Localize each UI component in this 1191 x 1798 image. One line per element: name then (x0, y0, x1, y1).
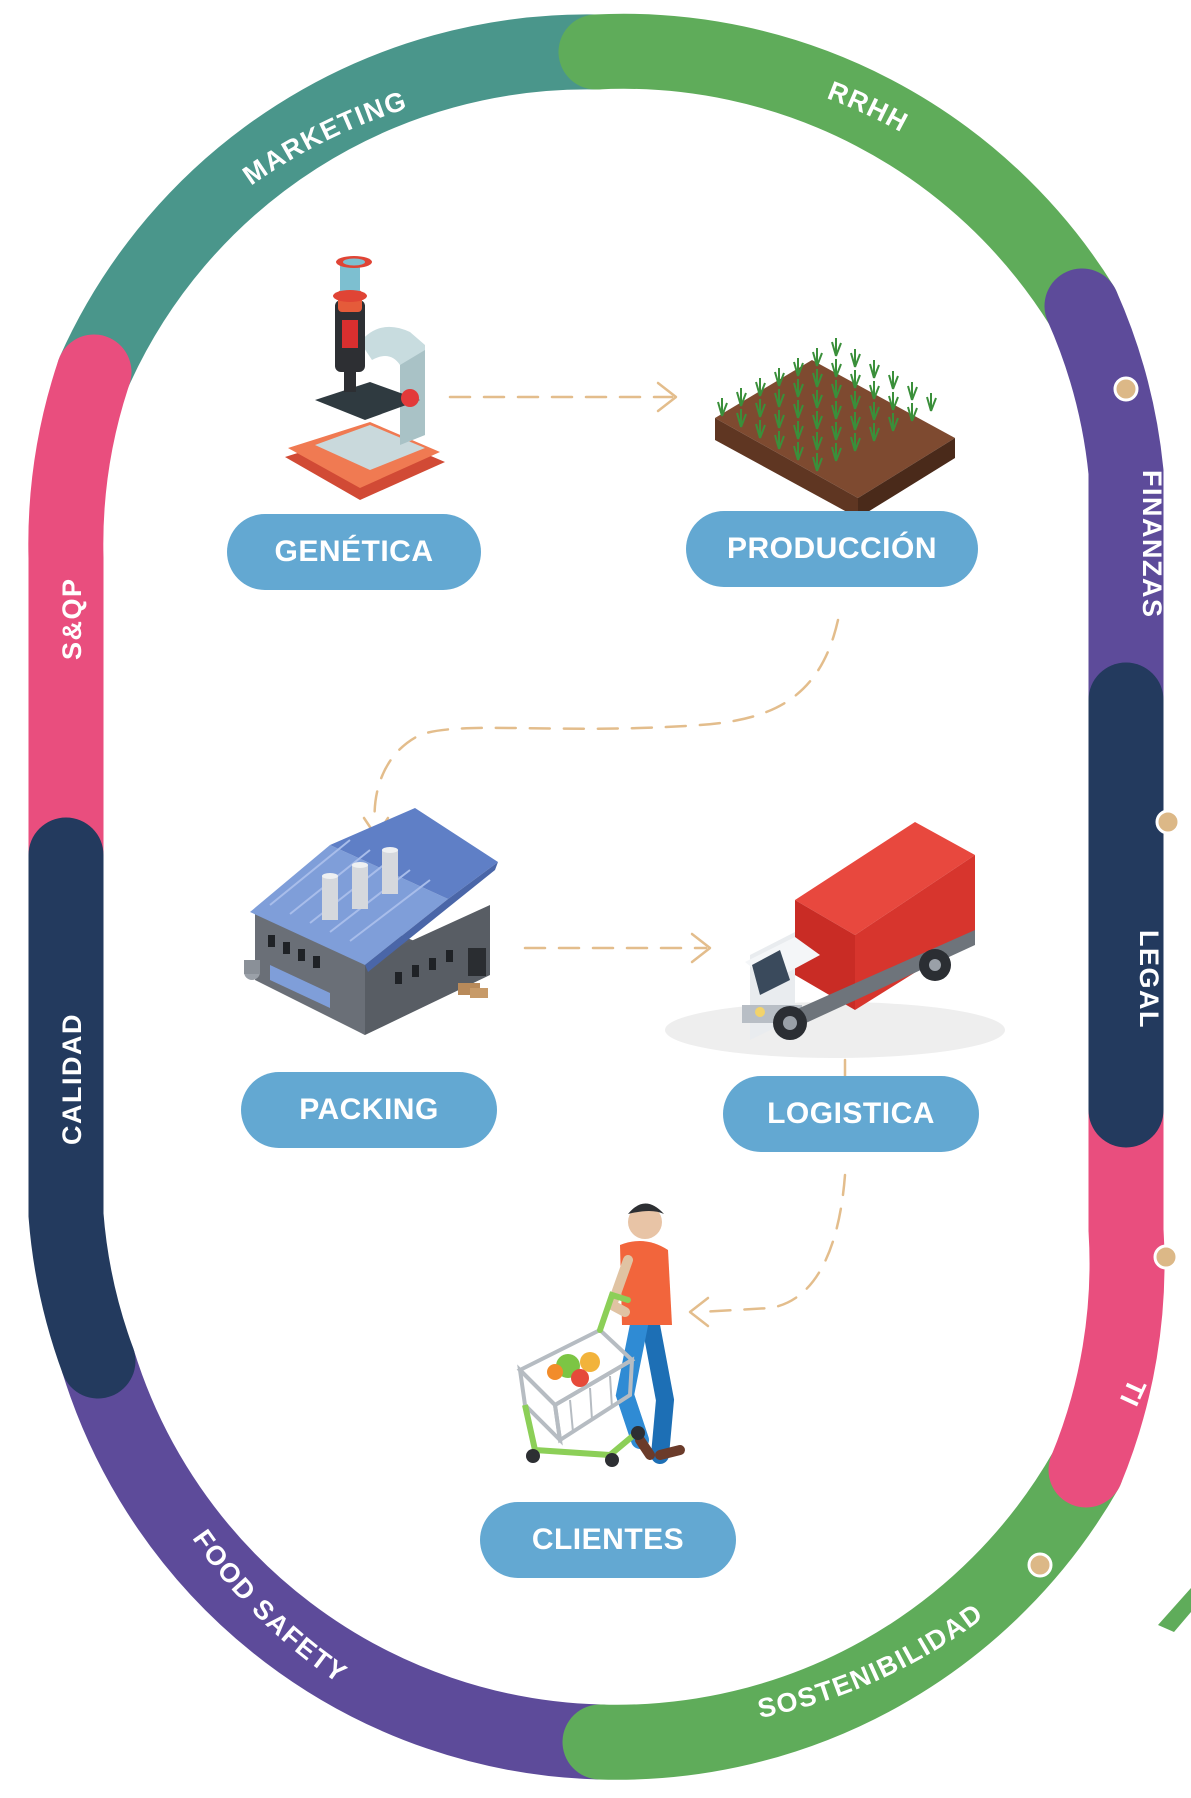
ring-segment-sostenibilidad (562, 1432, 1124, 1780)
crop-sprout (831, 443, 842, 462)
crop-sprout (888, 392, 899, 411)
step-pill-logistica: LOGISTICA (723, 1076, 979, 1152)
step-pill-packing: PACKING (241, 1072, 497, 1148)
ring-label-finanzas: FINANZAS (1137, 470, 1167, 619)
crop-sprout (793, 442, 804, 461)
crop-sprout (774, 368, 785, 387)
crop-sprout (869, 381, 880, 400)
crop-sprout (812, 348, 823, 367)
crop-sprout (850, 433, 861, 452)
step-pill-produccion: PRODUCCIÓN (686, 511, 978, 587)
ring-dot-legal (1155, 809, 1181, 835)
crop-sprout (812, 453, 823, 472)
crop-sprout (774, 389, 785, 408)
ring-segment-rrhh (558, 13, 1120, 344)
crop-sprout (736, 409, 747, 428)
crop-sprout (774, 431, 785, 450)
crop-sprout (755, 420, 766, 439)
crop-sprout (793, 358, 804, 377)
crop-sprout (907, 382, 918, 401)
step-pill-genetica: GENÉTICA (227, 514, 481, 590)
crop-sprout (888, 371, 899, 390)
crop-sprout (831, 401, 842, 420)
microscope-icon (285, 256, 445, 500)
crop-sprout (812, 432, 823, 451)
logo-fragment-icon (1158, 1588, 1191, 1632)
step-pill-clientes: CLIENTES (480, 1502, 736, 1578)
ring-segment-food-safety (60, 1323, 638, 1780)
ring-segment-calidad (28, 817, 136, 1399)
ring-dot-ti (1153, 1244, 1179, 1270)
crop-sprout (717, 398, 728, 417)
crop-sprout (926, 393, 937, 412)
truck-icon (665, 822, 1005, 1058)
crop-sprout (869, 423, 880, 442)
crop-sprout (850, 370, 861, 389)
crop-sprout (869, 360, 880, 379)
crop-sprout (736, 388, 747, 407)
ring-label-calidad: CALIDAD (57, 1013, 87, 1145)
ring-dot-finanzas (1113, 376, 1139, 402)
arrowhead-produccion (656, 381, 678, 413)
crop-sprout (812, 390, 823, 409)
crop-sprout (850, 391, 861, 410)
crop-sprout (774, 410, 785, 429)
crop-sprout (831, 359, 842, 378)
crop-sprout (831, 380, 842, 399)
factory-icon (244, 808, 498, 1035)
crop-sprout (755, 399, 766, 418)
crop-sprout (907, 403, 918, 422)
crop-sprout (793, 379, 804, 398)
crop-sprout (831, 422, 842, 441)
crop-sprout (812, 369, 823, 388)
crop-sprout (850, 349, 861, 368)
ring-segment-finanzas (1044, 268, 1164, 738)
ring-label-legal: LEGAL (1134, 930, 1164, 1029)
crop-sprout (831, 338, 842, 357)
flow-arrow-produccion-packing (373, 618, 840, 827)
ring-label-sqp: S&QP (57, 577, 87, 660)
shopper-cart-icon (516, 1203, 685, 1467)
crop-sprout (888, 413, 899, 432)
ring-segment-sqp (28, 334, 132, 893)
ring-dot-sostenibilidad (1027, 1552, 1053, 1578)
ring-segment-marketing (56, 14, 634, 410)
ring-segment-ti (1048, 1072, 1165, 1508)
arrowhead-clientes (688, 1296, 710, 1328)
crop-sprout (850, 412, 861, 431)
arrowhead-logistica (690, 932, 712, 964)
crop-sprout (793, 400, 804, 419)
crop-sprout (869, 402, 880, 421)
flow-arrow-logistica-clientes (698, 1173, 847, 1314)
crop-sprout (812, 411, 823, 430)
crop-field-icon (715, 338, 955, 518)
crop-sprout (755, 378, 766, 397)
crop-sprout (793, 421, 804, 440)
